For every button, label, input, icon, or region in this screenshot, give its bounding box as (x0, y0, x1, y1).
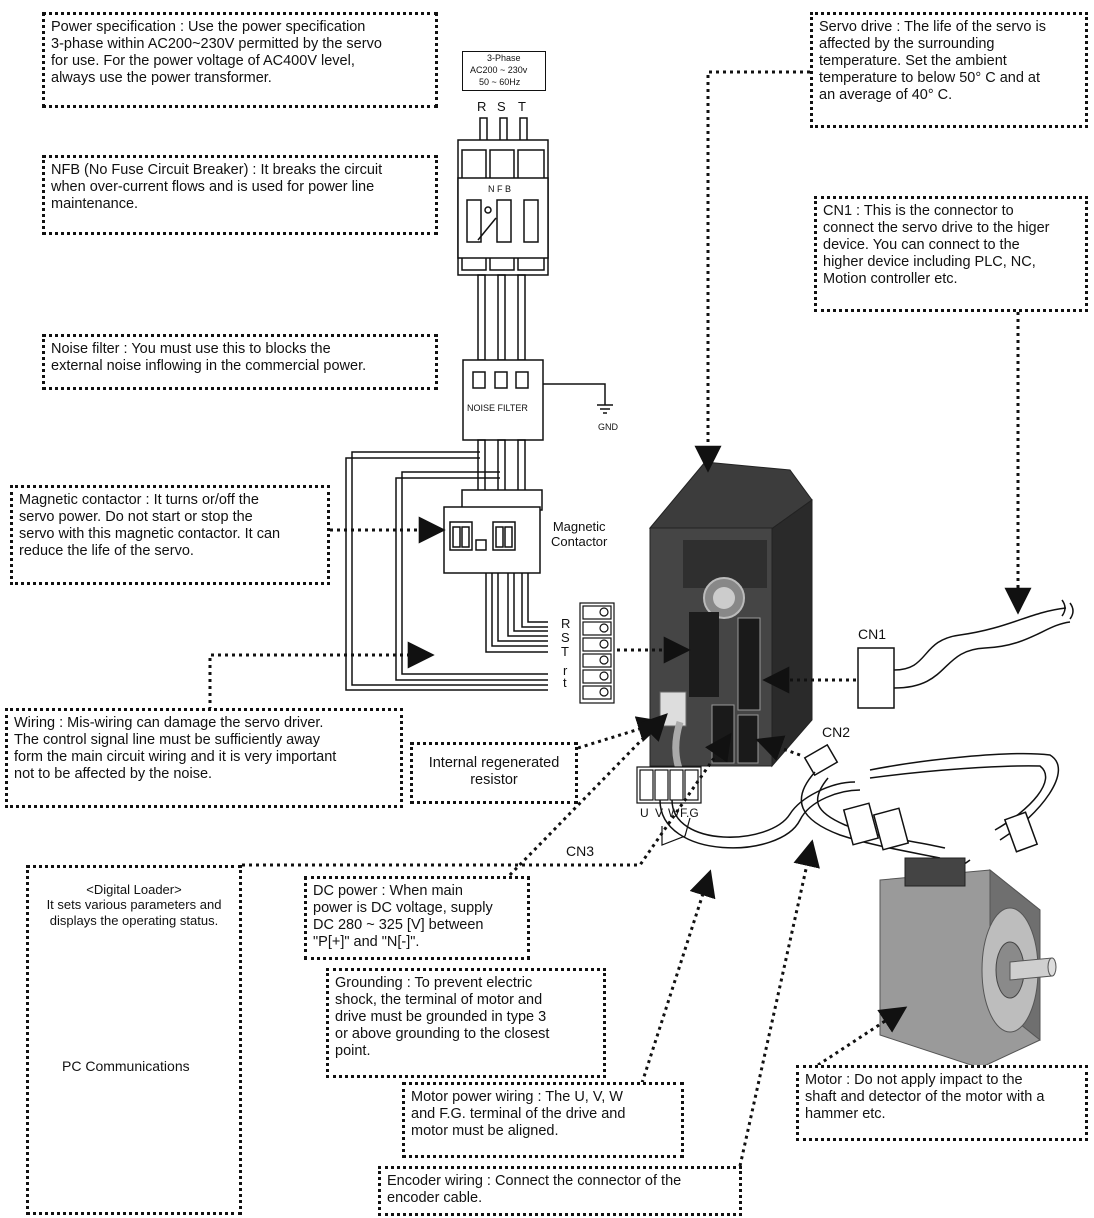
servo-drive-unit (648, 461, 813, 793)
nfb-breaker (457, 139, 549, 276)
note-digital-loader: <Digital Loader> It sets various paramet… (26, 865, 242, 1215)
phase-label-box (462, 51, 546, 91)
terminal-label-S: S (561, 630, 570, 645)
note-noise-filter: Noise filter : You must use this to bloc… (42, 334, 438, 390)
gnd-label: GND (598, 422, 618, 432)
note-grounding: Grounding : To prevent electric shock, t… (326, 968, 606, 1078)
magnetic-contactor-label: Magnetic Contactor (551, 519, 608, 549)
note-nfb: NFB (No Fuse Circuit Breaker) : It break… (42, 155, 438, 235)
terminal-label-R: R (561, 616, 571, 631)
note-magnetic-contactor: Magnetic contactor : It turns or/off the… (10, 485, 330, 585)
pc-communications-label: PC Communications (62, 1058, 190, 1074)
uvw-label-u: U (640, 806, 649, 820)
servo-motor (879, 857, 1057, 1069)
note-motor-power-wiring: Motor power wiring : The U, V, W and F.G… (402, 1082, 684, 1158)
cn1-cable (857, 599, 1074, 709)
cn3-label: CN3 (566, 843, 595, 859)
nfb-label: N F B (488, 184, 512, 194)
note-encoder-wiring: Encoder wiring : Connect the connector o… (378, 1166, 742, 1216)
cn2-label: CN2 (822, 724, 851, 740)
contactor-output-lines (485, 573, 548, 653)
uvw-terminal-strip (636, 766, 702, 846)
note-dc-power: DC power : When main power is DC voltage… (304, 876, 530, 960)
magnetic-contactor-box (443, 489, 543, 574)
note-wiring: Wiring : Mis-wiring can damage the servo… (5, 708, 403, 808)
line-label-r: R (477, 99, 487, 114)
line-label-t: T (518, 99, 526, 114)
uvw-label-v: V (655, 806, 664, 820)
cn1-label: CN1 (858, 626, 887, 642)
terminal-label-t: t (563, 675, 567, 690)
note-power-specification: Power specification : Use the power spec… (42, 12, 438, 108)
phase-label-3: 50 ~ 60Hz (479, 77, 521, 87)
terminal-block (579, 602, 615, 704)
leader-lines (208, 70, 1032, 1167)
note-motor: Motor : Do not apply impact to the shaft… (796, 1065, 1088, 1141)
noise-filter-box (462, 359, 613, 441)
phase-label-2: AC200 ~ 230v (470, 65, 528, 75)
note-cn1: CN1 : This is the connector to connect t… (814, 196, 1088, 312)
terminal-label-T: T (561, 644, 569, 659)
note-internal-regenerated-resistor: Internal regenerated resistor (410, 742, 578, 804)
terminal-label-r: r (563, 663, 568, 678)
note-servo-drive: Servo drive : The life of the servo is a… (810, 12, 1088, 128)
noise-filter-label: NOISE FILTER (467, 403, 528, 413)
encoder-cable (659, 743, 1060, 868)
uvw-label-fg: F.G (680, 806, 699, 820)
line-label-s: S (497, 99, 506, 114)
nfb-to-filter-lines (477, 274, 526, 361)
uvw-label-w: W (668, 806, 680, 820)
phase-label-1: 3-Phase (487, 53, 521, 63)
